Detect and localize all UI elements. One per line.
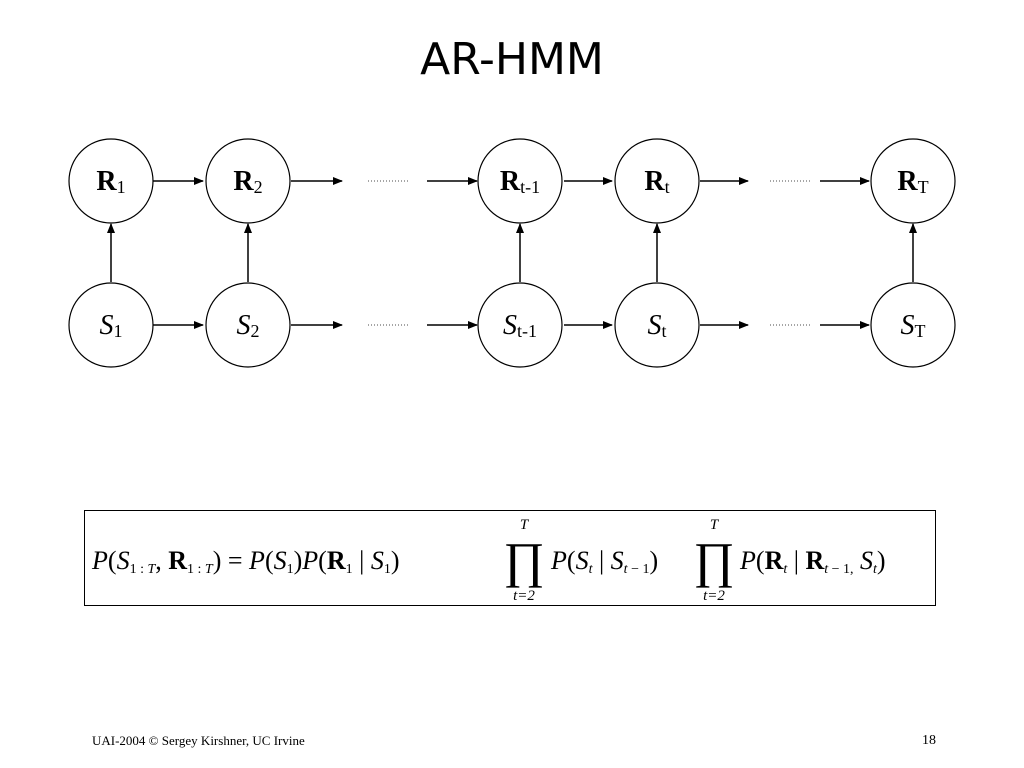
product-upper-limit: T bbox=[520, 517, 530, 533]
node-s1: S1 bbox=[68, 282, 154, 368]
slide-title: AR-HMM bbox=[420, 34, 604, 85]
node-letter: S bbox=[901, 310, 915, 341]
svg-text:∏: ∏ bbox=[693, 532, 734, 588]
footer-credit: UAI-2004 © Sergey Kirshner, UC Irvine bbox=[92, 733, 305, 748]
node-rt: Rt bbox=[614, 138, 700, 224]
svg-text:Rt: Rt bbox=[644, 166, 669, 197]
node-subscript: 2 bbox=[254, 177, 263, 197]
page-number: 18 bbox=[922, 733, 936, 748]
node-sT: ST bbox=[870, 282, 956, 368]
node-letter: S bbox=[647, 310, 661, 341]
svg-text:ST: ST bbox=[901, 310, 926, 341]
node-subscript: T bbox=[918, 177, 929, 197]
ar-hmm-diagram: R1 R2 Rt-1 Rt RT S1 S2 St-1 St ST bbox=[68, 138, 956, 368]
node-subscript: 1 bbox=[117, 177, 126, 197]
formula-lhs: P(S1 : T, R1 : T) = P(S1)P(R1 | S1) bbox=[91, 546, 400, 577]
node-rt-minus-1: Rt-1 bbox=[477, 138, 563, 224]
svg-text:St-1: St-1 bbox=[503, 310, 537, 341]
product-upper-limit: T bbox=[710, 517, 720, 533]
node-rT: RT bbox=[870, 138, 956, 224]
formula-transition-term: P(St | St − 1) bbox=[550, 546, 658, 577]
node-subscript: t-1 bbox=[517, 321, 537, 341]
node-letter: S bbox=[100, 310, 114, 341]
formula-emission-term: P(Rt | Rt − 1, St) bbox=[739, 546, 886, 577]
node-letter: S bbox=[503, 310, 517, 341]
node-r1: R1 bbox=[68, 138, 154, 224]
product-lower-limit: t=2 bbox=[703, 588, 725, 604]
node-r2: R2 bbox=[205, 138, 291, 224]
node-s2: S2 bbox=[205, 282, 291, 368]
formula-box: P(S1 : T, R1 : T) = P(S1)P(R1 | S1) T ∏ … bbox=[84, 510, 936, 606]
product-lower-limit: t=2 bbox=[513, 588, 535, 604]
node-subscript: t bbox=[661, 321, 666, 341]
svg-text:∏: ∏ bbox=[503, 532, 544, 588]
node-letter: S bbox=[237, 310, 251, 341]
node-letter: R bbox=[233, 166, 254, 197]
svg-text:S2: S2 bbox=[237, 310, 260, 341]
svg-text:R2: R2 bbox=[233, 166, 262, 197]
node-subscript: 2 bbox=[251, 321, 260, 341]
product-operator-1: T ∏ t=2 bbox=[503, 517, 544, 604]
product-operator-2: T ∏ t=2 bbox=[693, 517, 734, 604]
node-subscript: 1 bbox=[114, 321, 123, 341]
svg-text:R1: R1 bbox=[96, 166, 125, 197]
node-letter: R bbox=[500, 166, 521, 197]
node-letter: R bbox=[96, 166, 117, 197]
node-st: St bbox=[614, 282, 700, 368]
node-subscript: t-1 bbox=[520, 177, 540, 197]
node-subscript: t bbox=[665, 177, 670, 197]
node-letter: R bbox=[644, 166, 665, 197]
node-st-minus-1: St-1 bbox=[477, 282, 563, 368]
svg-text:RT: RT bbox=[897, 166, 928, 197]
node-letter: R bbox=[897, 166, 918, 197]
svg-text:St: St bbox=[647, 310, 666, 341]
svg-text:S1: S1 bbox=[100, 310, 123, 341]
joint-probability-formula: P(S1 : T, R1 : T) = P(S1)P(R1 | S1) T ∏ … bbox=[91, 517, 886, 604]
node-subscript: T bbox=[915, 321, 926, 341]
svg-text:Rt-1: Rt-1 bbox=[500, 166, 540, 197]
